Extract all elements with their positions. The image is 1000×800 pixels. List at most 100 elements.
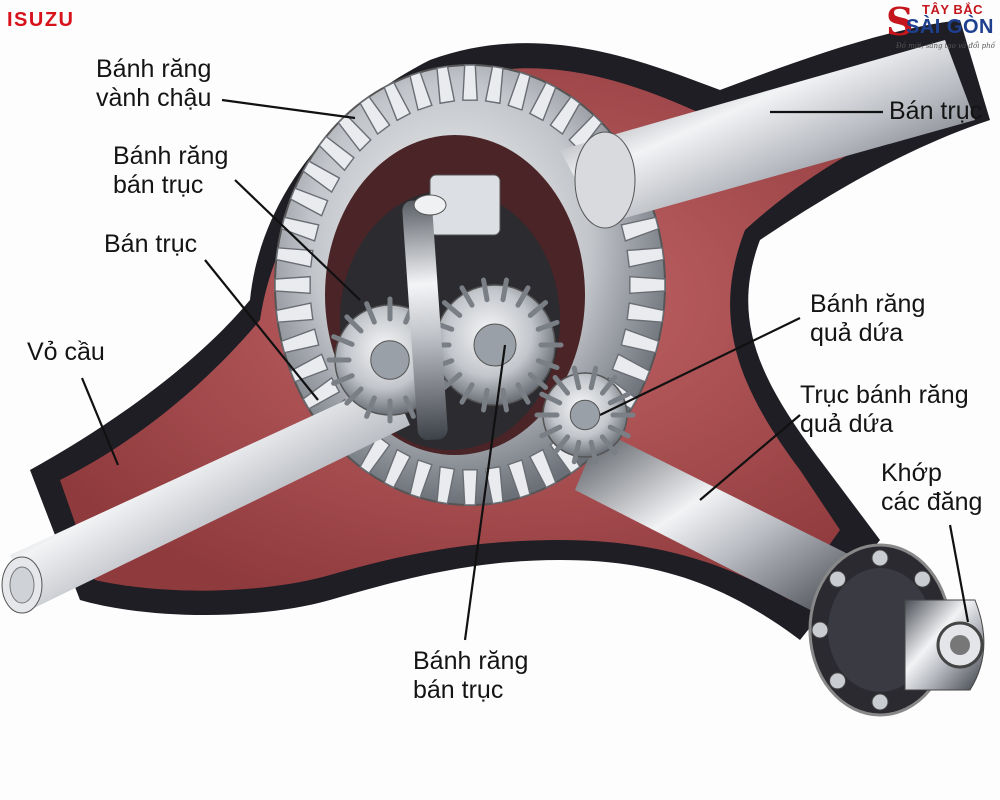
side-gear-right-tooth: [459, 285, 475, 308]
right-axle-collar: [574, 131, 636, 229]
ring-gear-tooth: [383, 81, 412, 122]
logo-main-text: SÀI GÒN: [906, 16, 994, 38]
side-gear-left-tooth: [364, 395, 377, 419]
ring-gear-tooth: [436, 65, 456, 105]
leader-housing: [80, 377, 120, 466]
ring-gear-tooth: [626, 302, 665, 323]
leader-side-gear-bottom: [463, 344, 507, 641]
leader-universal-joint: [948, 524, 970, 623]
side-gear-right-tooth: [500, 277, 509, 303]
side-gear-right-tooth: [515, 382, 531, 405]
spider-pin: [402, 199, 448, 441]
ring-gear-tooth: [626, 247, 665, 268]
ring-gear-tooth: [528, 448, 557, 489]
side-gear-right-tooth: [527, 300, 549, 318]
label-side-gear-bottom: Bánh răng bán trục: [413, 647, 529, 704]
ring-gear-tooth: [359, 95, 391, 136]
ring-gear-tooth: [629, 275, 666, 295]
leader-side-gear-top: [234, 179, 361, 301]
pinion-shaft: [575, 430, 860, 620]
pinion-tooth: [607, 391, 631, 406]
pinion-tooth: [571, 439, 582, 465]
leader-pinion: [599, 317, 801, 416]
side-gear-right-tooth: [459, 382, 475, 405]
leader-axle-left: [204, 259, 319, 401]
isuzu-logo-text: ISUZU: [7, 9, 75, 31]
logo-prefix-letter: S: [886, 0, 914, 44]
side-gear-right-tooth: [535, 319, 560, 332]
ring-gear-tooth: [620, 216, 660, 242]
side-gear-right-tooth: [527, 372, 549, 390]
ring-gear-tooth: [462, 64, 478, 101]
ring-gear-tooth: [280, 216, 320, 242]
ring-gear-tooth: [289, 353, 329, 383]
ring-gear-tooth: [507, 459, 531, 499]
pinion-tooth: [552, 434, 571, 456]
right-axle-shaft: [560, 40, 975, 225]
ring-gear-tooth: [274, 275, 311, 295]
side-gear-right-hub: [473, 323, 517, 367]
label-pinion-shaft: Trục bánh răng quả dứa: [800, 381, 969, 438]
pinion-tooth: [539, 424, 563, 439]
ring-gear-tooth: [280, 328, 320, 354]
ring-gear-tooth: [318, 135, 355, 172]
logo-top-text: TÂY BẮC: [922, 2, 984, 17]
flange-bolt: [871, 549, 889, 567]
ring-gear-tooth: [302, 160, 341, 194]
left-axle-shaft: [10, 380, 410, 610]
flange-bolt: [811, 621, 829, 639]
ring-gear-tooth: [409, 71, 433, 111]
side-gear-right-tooth: [481, 387, 490, 413]
side-gear-left-tooth: [403, 395, 416, 419]
side-gear-left-tooth: [331, 334, 355, 347]
side-gear-left-tooth: [331, 373, 355, 386]
ring-gear-tooth: [528, 81, 557, 122]
ring-gear-tooth: [549, 95, 581, 136]
pinion-tooth: [599, 434, 618, 456]
label-side-gear-top: Bánh răng bán trục: [113, 142, 229, 199]
label-universal-joint: Khớp các đăng: [881, 459, 983, 516]
label-ring-gear: Bánh răng vành chậu: [96, 55, 212, 112]
spider-pin-cap: [413, 194, 447, 216]
side-gear-left-tooth: [364, 301, 377, 325]
ring-gear-tooth: [484, 465, 504, 505]
leader-lines: [80, 98, 970, 641]
pinion-tooth: [571, 365, 582, 391]
side-gear-left-hub: [370, 340, 410, 380]
label-housing: Vỏ cầu: [27, 338, 105, 366]
ring-gear-tooth: [409, 459, 433, 499]
pinion-tooth: [552, 374, 571, 396]
ring-gear-tooth: [289, 187, 329, 217]
pinion-hub: [569, 399, 601, 431]
ring-gear-tooth: [359, 434, 391, 475]
pinion-tooth: [607, 424, 631, 439]
ring-gear-tooth: [275, 247, 314, 268]
ring-gear-tooth: [484, 65, 504, 105]
isuzu-logo: ISUZU: [0, 0, 130, 42]
ring-gear-tooth: [611, 353, 651, 383]
side-gear-right-tooth: [441, 300, 463, 318]
label-axle-right: Bán trục: [889, 97, 983, 125]
label-axle-left: Bán trục: [104, 230, 198, 258]
ring-gear-tooth: [337, 113, 372, 152]
leader-pinion-shaft: [699, 414, 801, 501]
ring-gear-tooth: [507, 71, 531, 111]
side-gear-left-tooth: [344, 314, 364, 334]
pinion-tooth: [539, 391, 563, 406]
ring-gear-tooth: [275, 302, 314, 323]
flange-bolt: [829, 570, 847, 588]
flange-bolt: [913, 570, 931, 588]
flange-bolt: [871, 693, 889, 711]
logo-tagline: Đồ mới, sáng tạo và đổi phố: [896, 42, 995, 50]
side-gear-right-tooth: [515, 285, 531, 308]
side-gear-right-tooth: [481, 277, 490, 303]
pinion-tooth: [588, 365, 599, 391]
ring-gear-tooth: [383, 448, 412, 489]
label-pinion: Bánh răng quả dứa: [810, 290, 926, 347]
ring-gear-tooth: [462, 469, 478, 506]
pinion-tooth: [599, 374, 618, 396]
side-gear-right-tooth: [441, 372, 463, 390]
ring-gear-tooth: [436, 465, 456, 505]
